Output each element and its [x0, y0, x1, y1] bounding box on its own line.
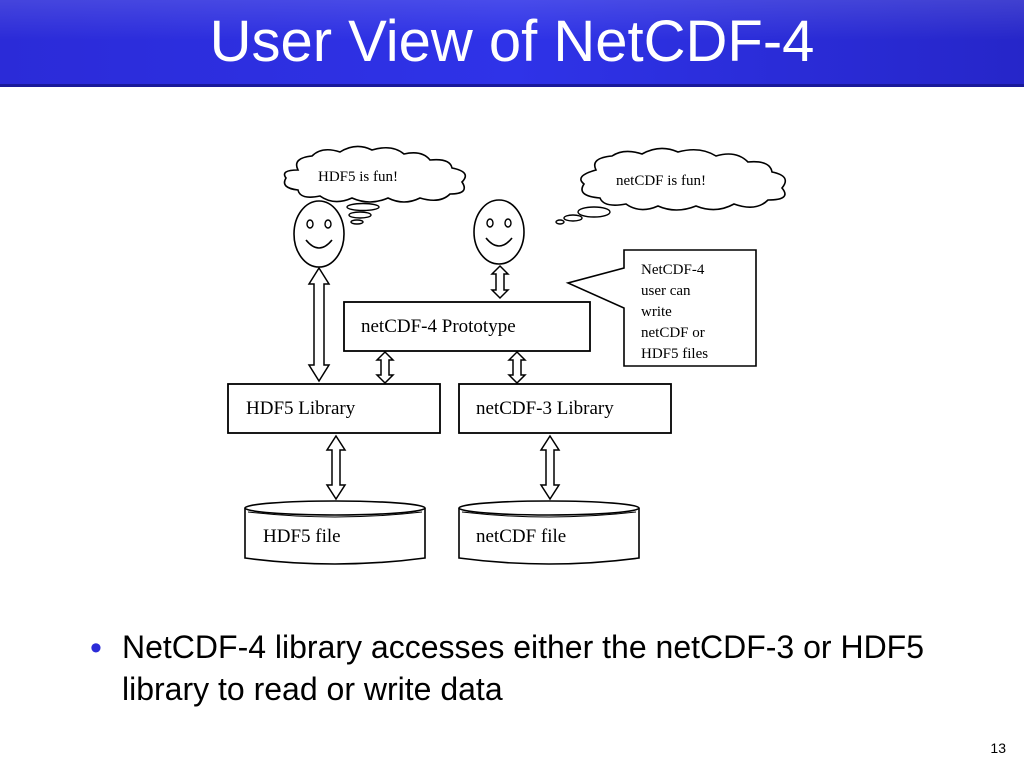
bullet-item: NetCDF-4 library accesses either the net…: [122, 629, 925, 707]
hdf5-user-face: [293, 200, 345, 268]
face-right-smile: [485, 237, 513, 247]
prototype-label: netCDF-4 Prototype: [361, 316, 516, 337]
thought-bubble-left-2: [348, 211, 372, 219]
thought-bubble-right-3: [555, 219, 565, 225]
callout-line-5: HDF5 files: [641, 346, 708, 362]
netcdf3-library-label: netCDF-3 Library: [476, 398, 614, 419]
arrow-prototype-to-hdf5-library: [375, 350, 395, 385]
thought-cloud-left: HDF5 is fun!: [283, 145, 467, 225]
face-left-eye-1: [306, 219, 314, 229]
face-left-smile: [305, 239, 333, 249]
netcdf-file-cylinder: netCDF file: [458, 500, 640, 565]
arrow-hdf5-user-to-hdf5-library: [307, 266, 331, 383]
netcdf-file-label: netCDF file: [476, 526, 566, 547]
thought-bubble-left-1: [346, 202, 380, 212]
hdf5-file-label: HDF5 file: [263, 526, 341, 547]
netcdf-user-face: [473, 199, 525, 265]
arrow-prototype-to-netcdf3-library: [507, 350, 527, 385]
hdf5-library-box: HDF5 Library: [227, 383, 441, 434]
thought-bubble-left-3: [350, 219, 364, 225]
netcdf3-library-box: netCDF-3 Library: [458, 383, 672, 434]
callout-line-2: user can: [641, 283, 691, 299]
face-left-eye-2: [324, 219, 332, 229]
slide-title: User View of NetCDF-4: [209, 9, 815, 74]
title-bar: [0, 0, 1024, 84]
title-rule: [0, 84, 1024, 87]
thought-bubble-right-1: [577, 206, 611, 218]
arrow-netcdf3-library-to-netcdf-file: [539, 434, 561, 501]
thought-text-right: netCDF is fun!: [616, 173, 706, 189]
bullet-dot: •: [90, 629, 102, 667]
hdf5-file-cylinder: HDF5 file: [244, 500, 426, 565]
hdf5-library-label: HDF5 Library: [246, 398, 356, 419]
callout-box: NetCDF-4 user can write netCDF or HDF5 f…: [565, 249, 757, 367]
face-right-eye-2: [504, 218, 512, 228]
callout-line-4: netCDF or: [641, 325, 705, 341]
face-right-eye-1: [486, 218, 494, 228]
thought-text-left: HDF5 is fun!: [318, 169, 398, 185]
thought-bubble-right-2: [563, 214, 583, 222]
title-bar-shine: [0, 0, 1024, 40]
callout-line-3: write: [641, 304, 672, 320]
page-number: 13: [990, 740, 1006, 756]
arrow-netcdf-user-to-prototype: [490, 264, 510, 300]
arrow-hdf5-library-to-hdf5-file: [325, 434, 347, 501]
prototype-box: netCDF-4 Prototype: [343, 301, 591, 352]
callout-line-1: NetCDF-4: [641, 262, 705, 278]
thought-cloud-right: netCDF is fun!: [555, 147, 787, 225]
